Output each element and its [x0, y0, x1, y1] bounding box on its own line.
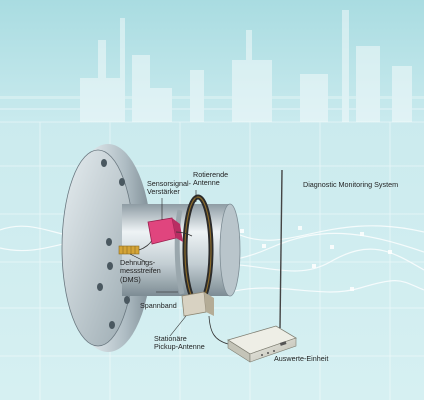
- label-sensor-amplifier-line1: Sensorsignal-: [147, 179, 191, 188]
- plant-silhouette: [0, 10, 424, 122]
- sensor-amplifier: [147, 217, 193, 245]
- label-monitoring-system-text: Diagnostic Monitoring System: [303, 180, 399, 189]
- label-sensor-amplifier: Sensorsignal- Verstärker: [147, 179, 191, 197]
- label-strap: Spannband: [140, 301, 177, 310]
- label-pickup-antenna-line1: Stationäre: [154, 334, 187, 343]
- label-rotating-antenna: Rotierende Antenne: [193, 170, 229, 188]
- label-strap-text: Spannband: [140, 301, 177, 310]
- label-evaluation-unit-text: Auswerte-Einheit: [274, 354, 329, 363]
- strap-band: [174, 209, 185, 295]
- label-strain-gauge-line1: Dehnungs-: [120, 258, 156, 267]
- flange: [61, 144, 152, 352]
- label-monitoring-system: Diagnostic Monitoring System: [303, 180, 399, 189]
- label-strain-gauge-line2: messstreifen: [120, 266, 161, 276]
- label-evaluation-unit: Auswerte-Einheit: [274, 354, 329, 363]
- label-strain-gauge-line3: (DMS): [120, 274, 141, 284]
- radio-antenna: [279, 169, 283, 329]
- label-pickup-antenna: Stationäre Pickup-Antenne: [154, 334, 205, 352]
- evaluation-unit: [227, 325, 297, 363]
- label-sensor-amplifier-line2: Verstärker: [147, 187, 180, 197]
- label-rotating-antenna-line2: Antenne: [193, 178, 220, 188]
- leader-lines: [129, 190, 197, 337]
- label-strain-gauge: Dehnungs- messstreifen (DMS): [120, 258, 161, 284]
- pickup-antenna: [181, 291, 229, 345]
- label-pickup-antenna-line2: Pickup-Antenne: [154, 342, 205, 352]
- label-rotating-antenna-line1: Rotierende: [193, 170, 229, 179]
